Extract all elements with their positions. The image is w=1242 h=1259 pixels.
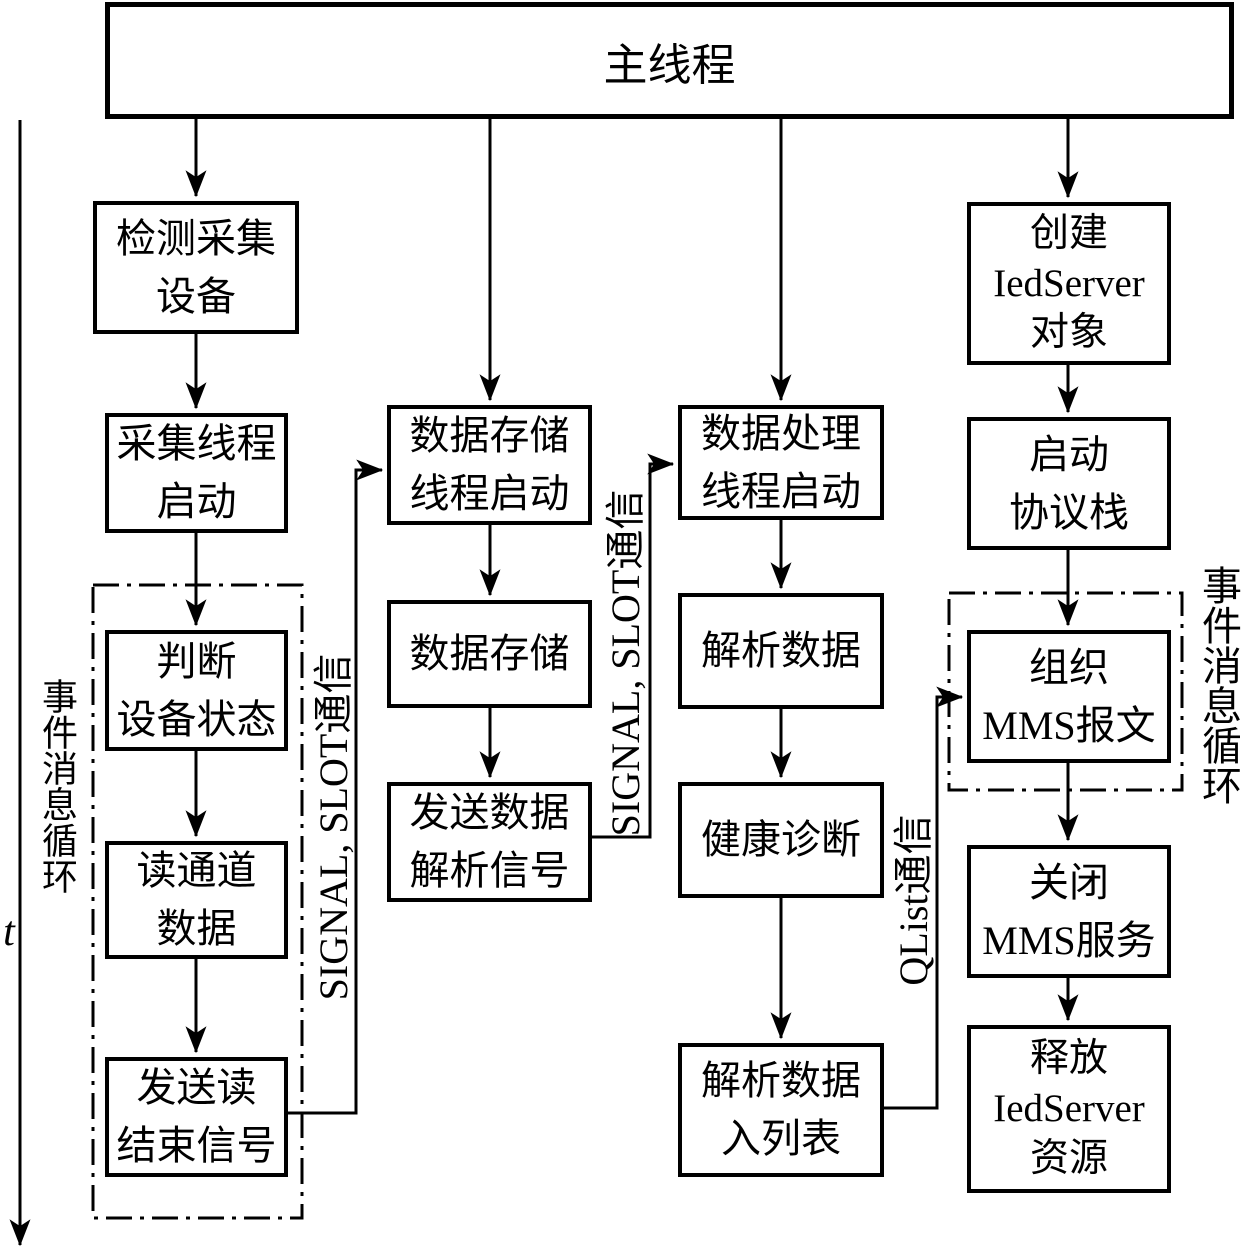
node-create-iedserver: 创建 IedServer 对象 <box>967 202 1171 365</box>
qlist-label: QList通信 <box>891 814 936 986</box>
event-loop-caption-left: 事件消息循环 <box>37 678 77 894</box>
node-detect-device: 检测采集 设备 <box>93 201 299 334</box>
signal-slot-label-left: SIGNAL, SLOT通信 <box>311 653 356 1001</box>
node-data-storage: 数据存储 <box>387 600 592 708</box>
column-flow-arrows <box>185 334 1079 1054</box>
main-thread-branch-arrows <box>185 119 1079 402</box>
node-send-parse-signal: 发送数据 解析信号 <box>387 782 592 902</box>
node-release-iedserver: 释放 IedServer 资源 <box>967 1025 1171 1193</box>
event-loop-caption-right: 事件消息循环 <box>1196 565 1241 805</box>
time-axis-label: t <box>3 909 15 955</box>
main-thread-label: 主线程 <box>603 40 736 90</box>
signal-slot-label-mid: SIGNAL, SLOT通信 <box>603 489 648 837</box>
node-judge-device-status: 判断 设备状态 <box>105 630 288 751</box>
qlist-connector <box>884 686 964 1110</box>
node-start-protocol-stack: 启动 协议栈 <box>967 417 1171 550</box>
node-parse-data-enqueue: 解析数据 入列表 <box>678 1043 884 1177</box>
node-parse-data: 解析数据 <box>678 593 884 709</box>
signal-slot-connector-left <box>288 459 384 1115</box>
node-close-mms-service: 关闭 MMS服务 <box>967 845 1171 978</box>
node-organize-mms-message: 组织 MMS报文 <box>967 630 1171 763</box>
node-processing-thread-start: 数据处理 线程启动 <box>678 405 884 520</box>
signal-slot-connector-mid <box>592 453 675 839</box>
node-send-read-end-signal: 发送读 结束信号 <box>105 1057 288 1177</box>
node-storage-thread-start: 数据存储 线程启动 <box>387 405 592 525</box>
node-health-diagnosis: 健康诊断 <box>678 782 884 898</box>
main-thread-box: 主线程 <box>105 2 1234 119</box>
node-acq-thread-start: 采集线程 启动 <box>105 413 288 533</box>
node-read-channel-data: 读通道 数据 <box>105 841 288 959</box>
